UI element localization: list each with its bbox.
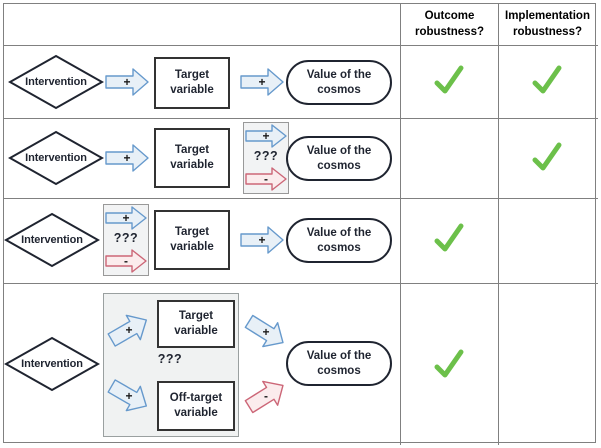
row2-value-line1: Value of the <box>306 144 372 157</box>
column-header-outcome-robustness: Outcome robustness? <box>401 4 498 45</box>
row2-target-line1: Target <box>174 144 210 157</box>
block-arrow-diagonal-up-icon <box>244 380 284 414</box>
row1-outcome-checkmark-icon <box>434 65 464 94</box>
block-arrow-right-icon <box>105 144 149 172</box>
grid-row-divider-1 <box>3 118 598 119</box>
row4-intervention-label: Intervention <box>21 358 83 370</box>
row1-target-line1: Target <box>174 69 210 82</box>
block-arrow-right-icon <box>245 124 287 148</box>
row3-arrow-minus: - <box>105 249 147 273</box>
row2-value-of-cosmos-node: Value of the cosmos <box>286 136 392 181</box>
row3-target-line2: variable <box>170 241 214 253</box>
grid-row-divider-3 <box>3 283 598 284</box>
row4-target-line1: Target <box>178 310 214 323</box>
row4-unknown-label: ??? <box>157 352 183 366</box>
row2-arrow-plus-1: + <box>105 144 149 172</box>
row3-value-line1: Value of the <box>306 226 372 239</box>
row2-unknown-label: ??? <box>253 149 279 163</box>
block-arrow-diagonal-down-icon <box>107 379 148 412</box>
row2-implementation-checkmark-icon <box>532 142 562 171</box>
column-header-implementation-robustness: Implementation robustness? <box>499 4 596 45</box>
row1-target-variable-node: Target variable <box>154 57 230 109</box>
row1-target-line2: variable <box>170 84 214 96</box>
diamond-shape-icon <box>8 130 104 186</box>
row1-implementation-checkmark-icon <box>532 65 562 94</box>
row4-value-of-cosmos-node: Value of the cosmos <box>286 341 392 386</box>
row1-arrow-plus-1: + <box>105 68 149 96</box>
grid-col-divider-1 <box>400 3 401 445</box>
block-arrow-right-icon <box>105 68 149 96</box>
row1-intervention-node: Intervention <box>8 54 104 110</box>
row2-intervention-label: Intervention <box>25 152 87 164</box>
row2-target-line2: variable <box>170 159 214 171</box>
row4-arrow-minus-to-value: - <box>243 374 289 418</box>
row4-target-line2: variable <box>174 325 218 337</box>
block-arrow-diagonal-up-icon <box>107 314 148 347</box>
grid-row-divider-2 <box>3 198 598 199</box>
block-arrow-right-icon <box>105 249 147 273</box>
grid-col-divider-2 <box>498 3 499 445</box>
row2-arrow-minus: - <box>245 167 287 191</box>
row4-offtarget-line2: variable <box>174 407 218 419</box>
block-arrow-diagonal-down-icon <box>244 314 284 348</box>
row3-target-variable-node: Target variable <box>154 210 230 270</box>
row4-target-variable-node: Target variable <box>157 300 235 348</box>
table-outer-border <box>3 3 596 443</box>
column-header-implementation-line1: Implementation <box>505 9 590 22</box>
row4-offtarget-line1: Off-target <box>169 392 223 405</box>
row4-arrow-plus-to-value: + <box>243 310 289 354</box>
row4-arrow-plus-to-offtarget: + <box>106 375 152 417</box>
row3-value-of-cosmos-node: Value of the cosmos <box>286 218 392 263</box>
row3-outcome-checkmark-icon <box>434 223 464 252</box>
row4-off-target-variable-node: Off-target variable <box>157 381 235 431</box>
column-header-outcome-line2: robustness? <box>414 25 484 38</box>
row3-value-line2: cosmos <box>317 241 361 254</box>
row1-value-line1: Value of the <box>306 68 372 81</box>
row1-intervention-label: Intervention <box>25 76 87 88</box>
row1-value-line2: cosmos <box>317 83 361 96</box>
row1-value-of-cosmos-node: Value of the cosmos <box>286 60 392 105</box>
block-arrow-right-icon <box>245 167 287 191</box>
diamond-shape-icon <box>4 336 100 392</box>
block-arrow-right-icon <box>240 226 284 254</box>
row4-value-line1: Value of the <box>306 349 372 362</box>
row4-value-line2: cosmos <box>317 364 361 377</box>
block-arrow-right-icon <box>240 68 284 96</box>
diamond-shape-icon <box>4 212 100 268</box>
column-header-outcome-line1: Outcome <box>424 9 475 22</box>
row3-unknown-label: ??? <box>113 231 139 245</box>
row3-arrow-plus-2: + <box>240 226 284 254</box>
row1-arrow-plus-2: + <box>240 68 284 96</box>
row4-intervention-node: Intervention <box>4 336 100 392</box>
diamond-shape-icon <box>8 54 104 110</box>
row2-target-variable-node: Target variable <box>154 128 230 188</box>
row2-value-line2: cosmos <box>317 159 361 172</box>
grid-row-divider-header <box>3 45 598 46</box>
column-header-implementation-line2: robustness? <box>512 25 582 38</box>
row3-intervention-node: Intervention <box>4 212 100 268</box>
row3-target-line1: Target <box>174 226 210 239</box>
row4-outcome-checkmark-icon <box>434 349 464 378</box>
row4-arrow-plus-to-target: + <box>106 310 152 350</box>
row2-intervention-node: Intervention <box>8 130 104 186</box>
row3-intervention-label: Intervention <box>21 234 83 246</box>
row2-arrow-plus-2: + <box>245 124 287 148</box>
block-arrow-right-icon <box>105 206 147 230</box>
row3-arrow-plus: + <box>105 206 147 230</box>
